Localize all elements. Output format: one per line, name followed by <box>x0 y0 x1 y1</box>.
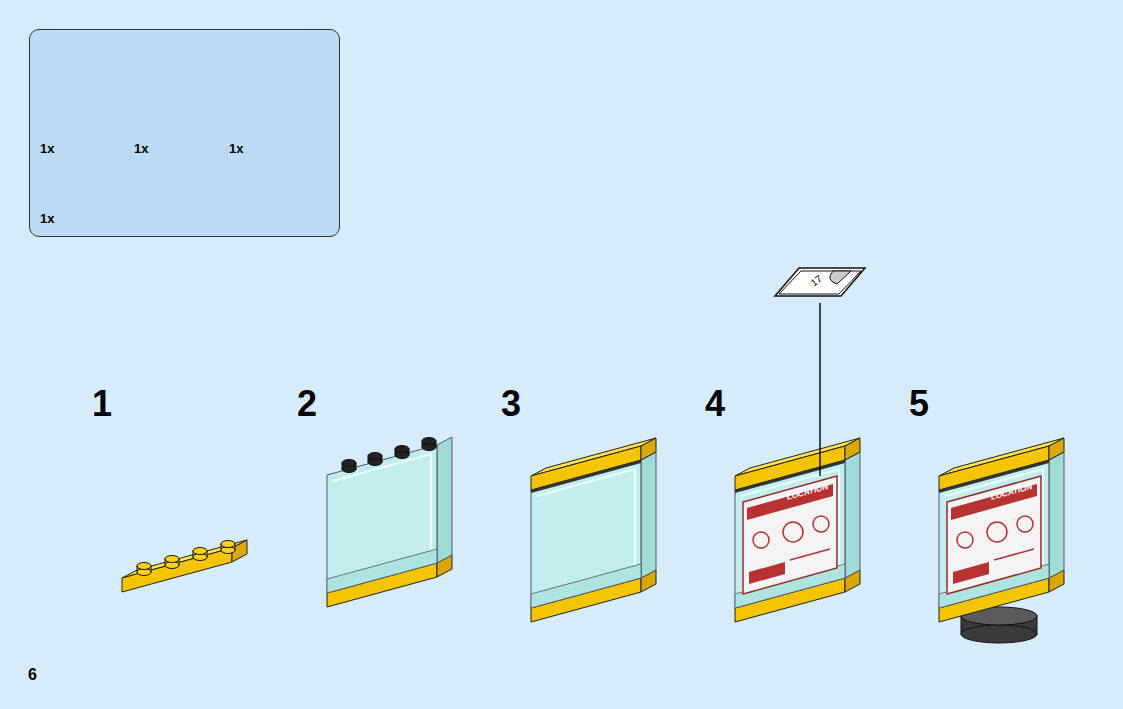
page-number: 6 <box>28 667 37 683</box>
quantity-label: 1x <box>229 142 243 155</box>
panel-assembly <box>327 437 452 607</box>
step-number: 1 <box>92 386 112 422</box>
quantity-label: 1x <box>134 142 148 155</box>
panel-assembly <box>939 438 1064 643</box>
quantity-label: 1x <box>40 142 54 155</box>
sticker-callout: 17 <box>773 266 867 304</box>
leader-line <box>819 303 821 476</box>
panel-assembly <box>735 438 860 622</box>
step-number: 2 <box>297 386 317 422</box>
panel-assembly <box>531 438 656 622</box>
step-number: 5 <box>909 386 929 422</box>
step-number: 3 <box>501 386 521 422</box>
plate-1x4 <box>122 540 247 592</box>
sticker-outline <box>773 266 867 304</box>
parts-panel: 1x 1x 1x 1x <box>29 29 340 237</box>
quantity-label: 1x <box>40 212 54 225</box>
step-number: 4 <box>705 386 725 422</box>
